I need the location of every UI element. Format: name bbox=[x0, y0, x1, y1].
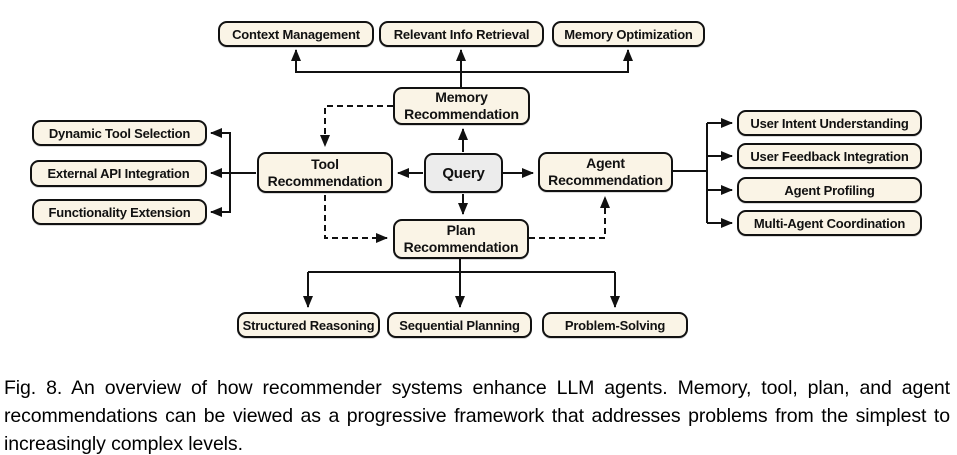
node-user-feedback-integration: User Feedback Integration bbox=[737, 143, 922, 169]
node-label: User Intent Understanding bbox=[750, 115, 909, 131]
node-functionality-extension: Functionality Extension bbox=[32, 199, 207, 225]
node-label: Memory Recommendation bbox=[404, 89, 519, 122]
node-dynamic-tool-selection: Dynamic Tool Selection bbox=[32, 120, 207, 146]
node-label: Agent Recommendation bbox=[548, 155, 663, 188]
node-memory-optimization: Memory Optimization bbox=[552, 21, 705, 47]
figure-caption: Fig. 8. An overview of how recommender s… bbox=[4, 376, 950, 455]
node-label: Problem-Solving bbox=[564, 317, 666, 333]
node-label: Plan Recommendation bbox=[403, 222, 519, 255]
node-context-management: Context Management bbox=[218, 21, 374, 47]
node-label: Sequential Planning bbox=[399, 317, 520, 333]
node-multi-agent-coordination: Multi-Agent Coordination bbox=[737, 210, 922, 236]
connector-layer bbox=[210, 49, 733, 308]
node-label: Query bbox=[442, 164, 485, 182]
node-query: Query bbox=[424, 153, 503, 193]
node-relevant-info-retrieval: Relevant Info Retrieval bbox=[379, 21, 544, 47]
edge-plan-to-agent-dashed bbox=[529, 196, 610, 239]
node-plan-recommendation: Plan Recommendation bbox=[393, 219, 529, 259]
node-label: Multi-Agent Coordination bbox=[753, 215, 906, 231]
node-user-intent-understanding: User Intent Understanding bbox=[737, 110, 922, 136]
edge-tool-to-plan-dashed bbox=[324, 195, 388, 243]
node-tool-recommendation: Tool Recommendation bbox=[257, 152, 393, 193]
node-label: Relevant Info Retrieval bbox=[393, 26, 530, 42]
node-structured-reasoning: Structured Reasoning bbox=[237, 312, 380, 338]
node-label: Context Management bbox=[232, 26, 360, 42]
node-problem-solving: Problem-Solving bbox=[542, 312, 688, 338]
node-agent-profiling: Agent Profiling bbox=[737, 177, 922, 203]
node-label: External API Integration bbox=[47, 166, 190, 181]
node-label: Agent Profiling bbox=[784, 182, 875, 198]
node-label: Memory Optimization bbox=[564, 26, 693, 42]
node-sequential-planning: Sequential Planning bbox=[387, 312, 532, 338]
node-agent-recommendation: Agent Recommendation bbox=[538, 152, 673, 192]
node-label: Tool Recommendation bbox=[267, 155, 383, 189]
node-label: User Feedback Integration bbox=[750, 148, 909, 164]
node-label: Functionality Extension bbox=[48, 204, 191, 220]
node-label: Structured Reasoning bbox=[242, 317, 375, 333]
node-memory-recommendation: Memory Recommendation bbox=[393, 87, 530, 125]
node-external-api-integration: External API Integration bbox=[30, 160, 207, 187]
node-label: Dynamic Tool Selection bbox=[48, 125, 191, 141]
edge-memory-to-tool-dashed bbox=[320, 105, 393, 147]
